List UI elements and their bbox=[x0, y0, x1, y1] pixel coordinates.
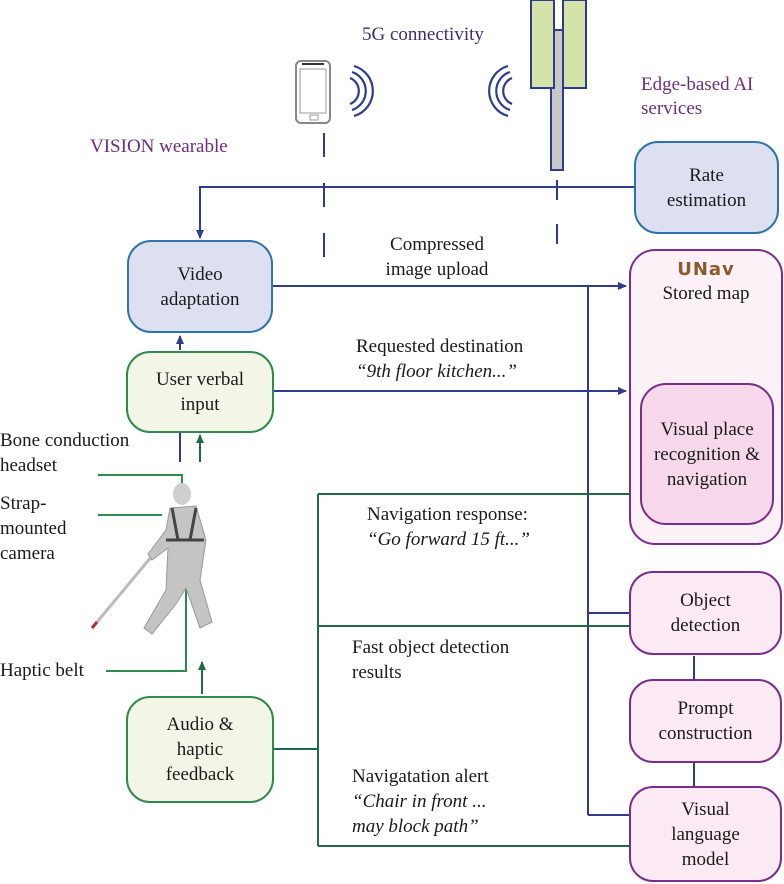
user-verbal-input-label-line1: User verbal bbox=[155, 369, 245, 390]
vlm-label-line3: model bbox=[681, 848, 730, 870]
camera-line3: camera bbox=[0, 543, 55, 564]
requested-destination-label: Requested destination “9th floor kitchen… bbox=[356, 334, 523, 384]
navigation-response-quote: “Go forward 15 ft...” bbox=[367, 529, 530, 550]
user-verbal-input-box[interactable]: User verbal input bbox=[126, 351, 274, 433]
video-adaptation-label-line1: Video bbox=[177, 263, 223, 285]
connectivity-title: 5G connectivity bbox=[362, 24, 484, 45]
cell-tower-icon bbox=[530, 0, 587, 171]
bone-conduction-headset-label: Bone conduction headset bbox=[0, 428, 129, 478]
visual-language-model-box[interactable]: Visual language model bbox=[629, 786, 782, 882]
rate-estimation-label-line1: Rate bbox=[689, 164, 724, 186]
smartphone-icon bbox=[295, 60, 331, 124]
vpr-label-line3: navigation bbox=[666, 468, 748, 490]
object-detection-box[interactable]: Object detection bbox=[629, 571, 782, 655]
navigation-alert-line1: Navigatation alert bbox=[352, 766, 489, 787]
vlm-label-line1: Visual bbox=[681, 798, 730, 820]
prompt-construction-label-line2: construction bbox=[658, 723, 753, 744]
vlm-label-line2: language bbox=[671, 823, 740, 845]
requested-destination-quote: “9th floor kitchen...” bbox=[356, 361, 517, 382]
signal-waves-icon bbox=[349, 64, 374, 118]
video-adaptation-box[interactable]: Video adaptation bbox=[127, 240, 273, 333]
signal-waves-icon bbox=[488, 64, 513, 118]
object-detection-label-line2: detection bbox=[670, 615, 741, 636]
compressed-upload-line2: image upload bbox=[385, 259, 489, 280]
fast-detection-line1: Fast object detection bbox=[352, 637, 510, 658]
feedback-label-line1: Audio & bbox=[166, 714, 234, 735]
prompt-construction-label-line1: Prompt bbox=[677, 698, 734, 719]
compressed-upload-label: Compressed image upload bbox=[370, 232, 504, 282]
visual-place-recognition-box[interactable]: Visual place recognition & navigation bbox=[640, 383, 774, 525]
strap-mounted-camera-label: Strap- mounted camera bbox=[0, 491, 67, 566]
fast-detection-line2: results bbox=[352, 662, 402, 683]
rate-feedback-arrow bbox=[196, 186, 635, 239]
navigation-response-line1: Navigation response: bbox=[367, 504, 528, 525]
requested-destination-line1: Requested destination bbox=[356, 336, 524, 357]
wearable-title: VISION wearable bbox=[90, 136, 228, 157]
audio-haptic-feedback-box[interactable]: Audio & haptic feedback bbox=[126, 696, 274, 803]
navigation-alert-quote1: “Chair in front ... bbox=[352, 791, 487, 812]
object-detection-label-line1: Object bbox=[680, 590, 731, 611]
headset-line2: headset bbox=[0, 455, 57, 476]
vpr-label-line1: Visual place bbox=[660, 418, 754, 440]
navigation-response-label: Navigation response: “Go forward 15 ft..… bbox=[367, 502, 530, 552]
fast-detection-label: Fast object detection results bbox=[352, 635, 509, 685]
rate-estimation-box[interactable]: Rate estimation bbox=[634, 141, 779, 234]
camera-line1: Strap- bbox=[0, 493, 47, 514]
rate-estimation-label-line2: estimation bbox=[666, 189, 747, 211]
compressed-upload-line1: Compressed bbox=[390, 234, 484, 255]
haptic-belt-label: Haptic belt bbox=[0, 660, 84, 681]
feedback-label-line2: haptic bbox=[176, 739, 224, 760]
video-adaptation-label-line2: adaptation bbox=[160, 288, 240, 310]
vpr-label-line2: recognition & bbox=[653, 443, 761, 465]
camera-line2: mounted bbox=[0, 518, 67, 539]
navigation-alert-quote2: may block path” bbox=[352, 816, 479, 837]
walking-person-with-cane-icon bbox=[90, 483, 213, 635]
edge-services-title-line1: Edge-based AI bbox=[641, 74, 754, 95]
navigation-alert-label: Navigatation alert “Chair in front ... m… bbox=[352, 764, 489, 839]
stored-map-label: Stored map bbox=[662, 283, 750, 304]
edge-services-title-line2: services bbox=[641, 98, 703, 119]
headset-line1: Bone conduction bbox=[0, 430, 130, 451]
unav-logo: UNav bbox=[677, 259, 735, 280]
user-verbal-input-label-line2: input bbox=[180, 394, 220, 415]
feedback-label-line3: feedback bbox=[165, 764, 235, 785]
prompt-construction-box[interactable]: Prompt construction bbox=[629, 679, 782, 763]
